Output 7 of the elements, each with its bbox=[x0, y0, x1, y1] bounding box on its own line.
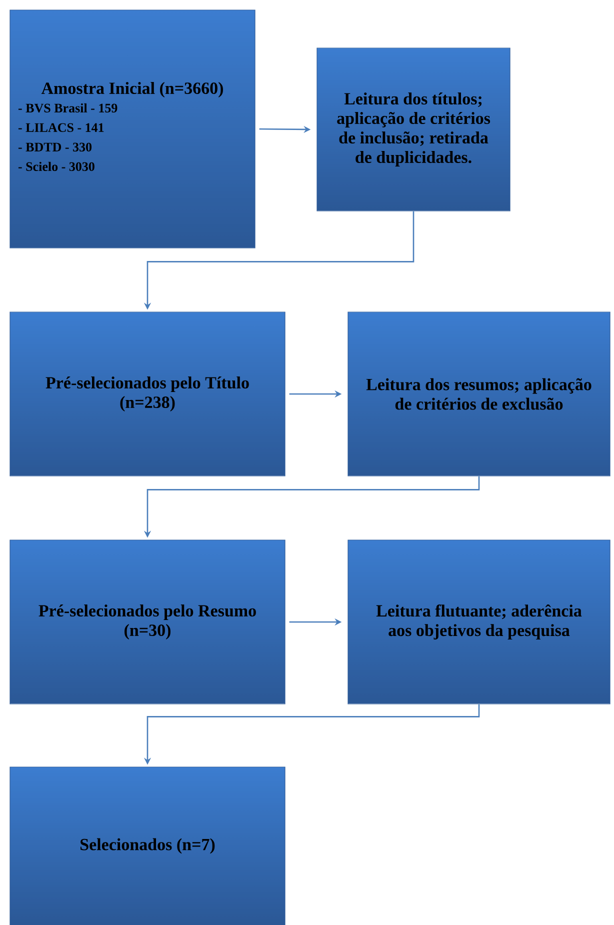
process-box: Selecionados (n=7) bbox=[10, 766, 286, 925]
process-box: Leitura dos títulos; aplicação de critérios de inclusão; retirada de duplicidades. bbox=[316, 48, 510, 212]
process-box: Leitura flutuante; aderência aos objetivos da pesquisa bbox=[348, 540, 610, 704]
process-box: Leitura dos resumos; aplicação de critérios de exclusão bbox=[348, 312, 610, 476]
process-box: Amostra Inicial (n=3660) - BVS Brasil - 159 - LILACS - 141 - BDTD - 330 - Scielo - 3030 bbox=[10, 10, 256, 248]
process-box: Pré-selecionados pelo Título (n=238) bbox=[10, 312, 286, 476]
process-box: Pré-selecionados pelo Resumo (n=30) bbox=[10, 540, 286, 704]
